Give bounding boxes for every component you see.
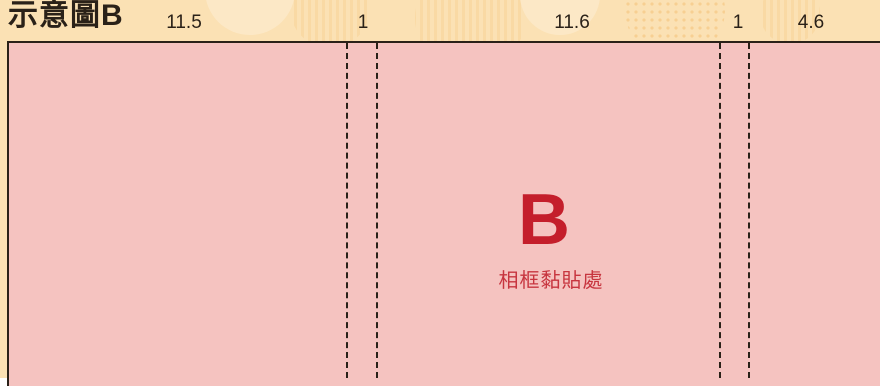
dimension-label: 11.5 [166,12,202,33]
fold-line [719,43,721,378]
dimension-label: 11.6 [554,12,590,33]
fold-line [346,43,348,378]
fold-line [376,43,378,378]
dimension-label: 1 [357,12,369,33]
dimension-label: 4.6 [797,12,825,33]
frame-panel [7,41,880,386]
diagram-title: 示意圖B [8,0,124,32]
fold-line [748,43,750,378]
section-letter: B [518,180,570,260]
section-caption: 相框黏貼處 [498,270,604,292]
dimension-label: 1 [732,12,744,33]
